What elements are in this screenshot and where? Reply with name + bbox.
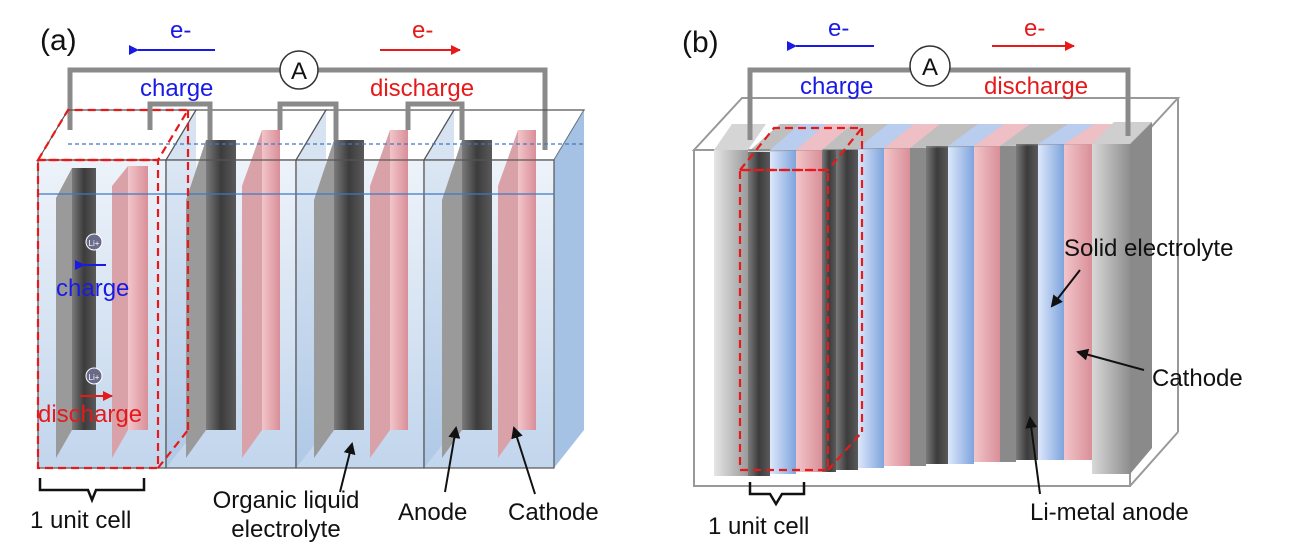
panel-b-solid-electrolyte-label: Solid electrolyte [1064, 235, 1233, 262]
panel-a-ion-discharge: Li+ discharge [38, 367, 142, 428]
panel-a-cathode-arrow [511, 426, 536, 495]
panel-a-inner-charge-label: charge [56, 275, 129, 302]
panel-b-cathode-label: Cathode [1152, 365, 1243, 392]
panel-b-electron-left: e- [828, 15, 849, 42]
panel-b-unit-cell-brace [748, 482, 806, 507]
panel-a-interconnects [147, 101, 465, 140]
panel-a-anode-plate [56, 168, 72, 458]
panel-a-electrolyte-label-1: Organic liquid [213, 487, 360, 514]
panel-a-li-ion-icon-top [85, 233, 103, 251]
panel-a-discharge-label: discharge [370, 75, 474, 102]
panel-a-electron-left: e- [170, 17, 191, 44]
panel-a-ammeter-icon [279, 50, 319, 90]
panel-a-li-ion-label-top: Li+ [89, 239, 100, 248]
panel-b-unit-cell-box [737, 126, 865, 472]
panel-b-discharge-label: discharge [984, 73, 1088, 100]
panel-b-anode-arrow [1025, 416, 1041, 495]
panel-a-unit-cell-label: 1 unit cell [30, 507, 131, 534]
panel-a-unit-cell-brace [38, 478, 146, 504]
panel-a-electron-flow: e- e- charge discharge [129, 17, 474, 102]
panel-b-ammeter-label: A [922, 54, 938, 81]
panel-b-cathode-layer [796, 150, 822, 472]
panel-b-label: (b) [682, 26, 719, 59]
panel-a-electrolyte-label-2: electrolyte [231, 516, 340, 543]
panel-a-anode-label: Anode [398, 499, 467, 526]
panel-a-cells [36, 101, 586, 469]
panel-a-charge-label: charge [140, 75, 213, 102]
panel-b-ammeter-icon [909, 45, 951, 87]
panel-b-anode-layer [748, 152, 770, 476]
panel-a-inner-discharge-label: discharge [38, 401, 142, 428]
panel-b: (b) [682, 15, 1243, 540]
panel-a-ammeter-label: A [291, 58, 307, 85]
panel-b-layer-stack [714, 122, 1152, 476]
panel-a-external-circuit: A [67, 50, 548, 150]
panel-b-electron-right: e- [1024, 15, 1045, 42]
panel-b-external-circuit: A [747, 45, 1131, 140]
panel-a-electrolyte-arrow [339, 442, 356, 493]
panel-b-unit-cell-label: 1 unit cell [708, 513, 809, 540]
panel-a-electron-right: e- [412, 17, 433, 44]
panel-a-label: (a) [40, 24, 77, 57]
panel-a-anode-arrow [444, 426, 461, 493]
panel-b-electron-flow: e- e- charge discharge [787, 15, 1088, 100]
panel-a-li-ion-icon-bottom [85, 367, 103, 385]
panel-a-cathode-label: Cathode [508, 499, 599, 526]
panel-b-solid-electrolyte-arrow [1050, 269, 1081, 308]
panel-a-ion-charge: Li+ charge [56, 233, 129, 302]
panel-a-li-ion-label-bottom: Li+ [89, 373, 100, 382]
panel-a: (a) A e- e- charge discharge [30, 17, 599, 543]
panel-a-unit-cell-box [36, 108, 190, 470]
panel-a-cell-4 [422, 109, 586, 469]
panel-b-charge-label: charge [800, 73, 873, 100]
panel-b-anode-label: Li-metal anode [1030, 499, 1189, 526]
panel-b-solid-electrolyte-layer [770, 150, 796, 474]
panel-b-cathode-arrow [1076, 348, 1145, 371]
